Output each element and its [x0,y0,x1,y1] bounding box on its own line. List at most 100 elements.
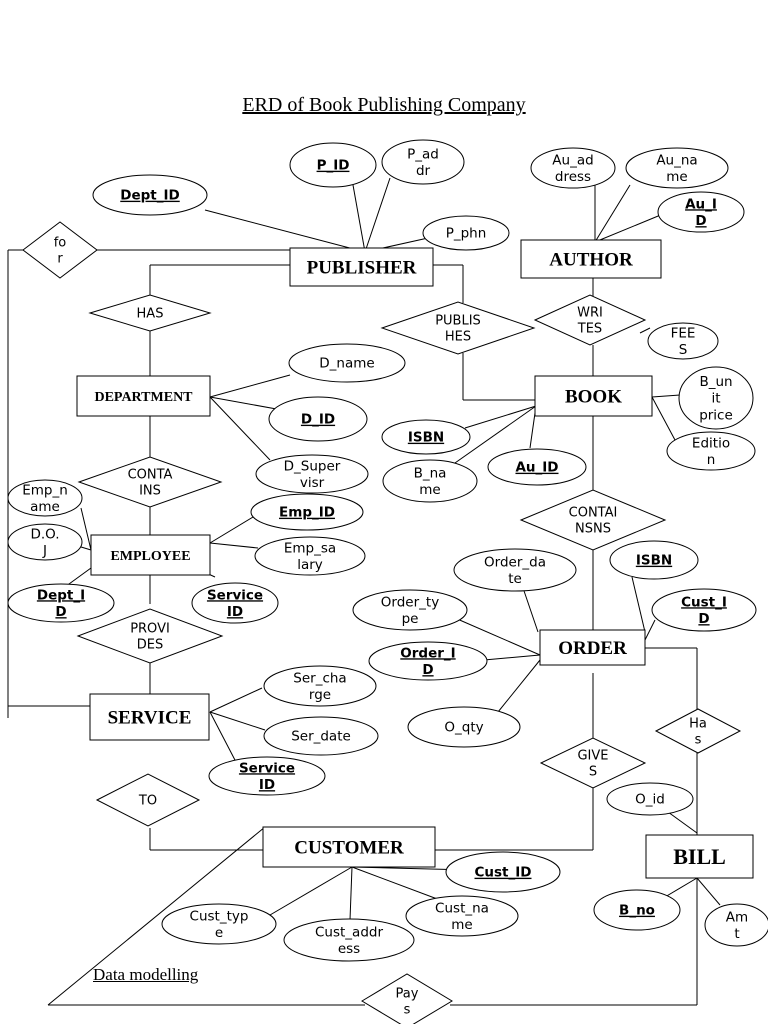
attribute-b-no-text: B_no [619,903,655,919]
attribute-b-name-text: me [419,482,440,498]
connector-line [209,513,259,544]
relationship-has-bill-text: Ha [689,716,707,731]
attribute-cust-id-order: Cust_ID [651,588,757,632]
entity-author: AUTHOR [520,239,662,279]
connector-line [594,184,631,243]
attribute-edition-text: n [707,452,716,468]
relationship-diamond [533,294,647,346]
connector-line [521,584,539,633]
attribute-d-id-text: D_ID [301,412,335,428]
attribute-ellipse [288,343,406,383]
attribute-ellipse [7,523,83,561]
attribute-service-id-emp-text: ID [227,604,243,620]
attribute-ellipse [666,431,756,471]
attribute-ellipse [609,540,699,580]
attribute-ellipse [92,174,208,216]
entity-box [90,534,211,576]
entity-service-text: SERVICE [108,708,192,729]
attribute-b-unit-price-text: B_un [699,374,732,390]
attribute-dept-id-emp: Dept_ID [7,583,115,623]
attribute-p-id-text: P_ID [317,158,350,174]
connector-line [352,184,366,253]
connector-line [444,405,537,471]
entity-order-text: ORDER [558,638,627,659]
attribute-b-no: B_no [593,889,681,931]
attribute-ellipse [453,548,577,592]
attribute-emp-name: Emp_name [7,479,83,517]
attribute-order-id: Order_ID [368,641,488,681]
attribute-isbn-order-text: ISBN [636,553,672,569]
attribute-emp-name-text: Emp_n [22,482,68,498]
connector-line [209,542,259,549]
relationship-diamond [95,773,201,827]
attribute-cust-id-text: Cust_ID [475,865,532,881]
entity-box [289,247,434,287]
connector-line [269,866,353,916]
attribute-cust-type-text: Cust_typ [190,908,249,924]
attribute-fees-text: S [679,342,688,358]
attribute-o-id: O_id [606,782,694,816]
entity-bill: BILL [645,834,754,879]
attribute-o-qty: O_qty [407,706,521,748]
attribute-cust-name-text: Cust_na [435,900,489,916]
attribute-ellipse [250,493,364,531]
entity-book: BOOK [534,375,653,417]
attribute-order-date: Order_date [453,548,577,592]
relationship-provides-text: DES [137,638,163,653]
attribute-dept-id-emp-text: D [55,604,66,620]
entity-bill-text: BILL [673,844,726,869]
attribute-p-phn: P_phn [422,215,510,251]
attribute-ellipse [255,454,369,494]
attribute-order-id-text: Order_I [400,645,455,661]
attribute-ellipse [704,903,768,947]
connector-line [454,617,541,656]
attribute-order-type-text: Order_ty [381,594,439,610]
relationship-writes-text: WRI [577,305,603,320]
attribute-ellipse [254,536,366,576]
attribute-order-date-text: Order_da [484,554,546,570]
connector-line [209,396,271,461]
attribute-ser-charge-text: Ser_cha [293,670,346,686]
relationship-has-bill: Has [654,708,742,754]
relationship-contains-book-text: CONTAI [569,505,618,520]
connector-line [696,877,721,906]
attribute-emp-salary-text: lary [297,557,323,573]
entity-customer: CUSTOMER [262,826,436,868]
attribute-ellipse [7,583,115,623]
attribute-b-name-text: B_na [414,465,447,481]
diagram-title: ERD of Book Publishing Company [242,94,526,116]
attribute-au-id-author-text: D [695,213,706,229]
attribute-ellipse [405,895,519,937]
attribute-b-unit-price-text: price [699,408,733,424]
attribute-ellipse [407,706,521,748]
entity-service: SERVICE [89,693,210,741]
attribute-cust-name: Cust_name [405,895,519,937]
attribute-cust-name-text: me [451,917,472,933]
attribute-cust-id-order-text: Cust_I [681,594,727,610]
attribute-emp-id: Emp_ID [250,493,364,531]
entity-box [520,239,662,279]
relationship-for-text: fo [54,235,67,250]
entity-department-text: DEPARTMENT [94,390,193,405]
attribute-au-address-text: Au_ad [552,152,593,168]
attribute-ellipse [368,641,488,681]
attribute-au-id-book: Au_ID [487,448,587,486]
connector-line [464,405,537,429]
attribute-au-name: Au_name [625,147,729,189]
entity-box [262,826,436,868]
connector-line [664,877,698,898]
entity-publisher: PUBLISHER [289,247,434,287]
connector-line [351,866,441,901]
attribute-emp-id-text: Emp_ID [279,505,335,521]
